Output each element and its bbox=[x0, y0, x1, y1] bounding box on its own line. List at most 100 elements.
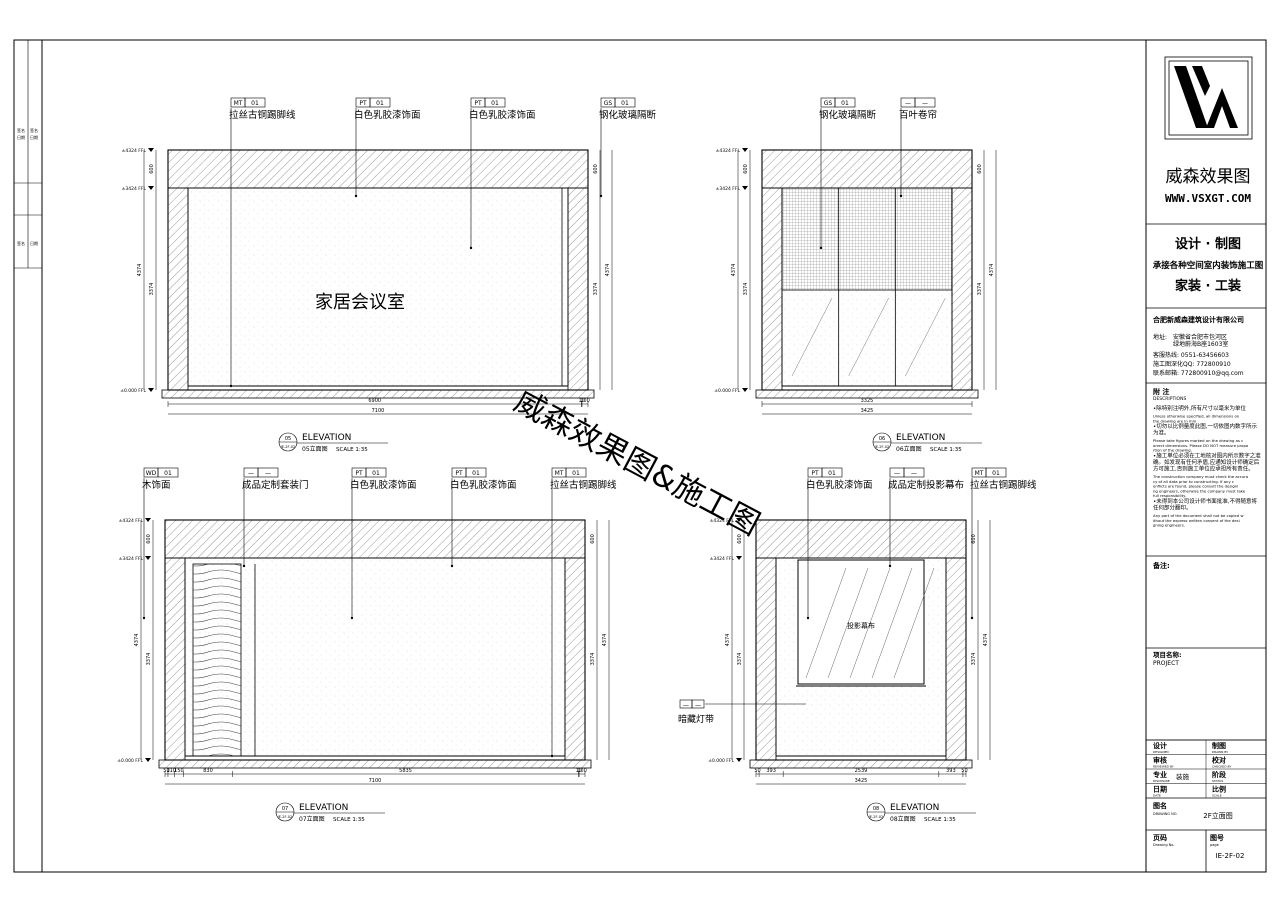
screen-hatch bbox=[893, 567, 935, 679]
level-marker: ±4324 FFL bbox=[716, 148, 741, 154]
row-label: 设计 bbox=[1153, 741, 1167, 750]
bubble-number: 07 bbox=[282, 806, 288, 812]
callout-num: 01 bbox=[992, 470, 1000, 477]
dimension-text: 3374 bbox=[977, 283, 983, 296]
note-text: 为准。 bbox=[1153, 429, 1170, 437]
dimension-text: 50 bbox=[754, 768, 760, 774]
dimension-text: 3374 bbox=[971, 653, 977, 666]
callout-label: 白色乳胶漆饰面 bbox=[354, 109, 421, 121]
service-desc: 承接各种空间室内装饰施工图 bbox=[1153, 260, 1264, 271]
callout-dot bbox=[899, 194, 903, 198]
svg-text:签名: 签名 bbox=[30, 127, 38, 133]
bubble-sheet: IE-2F-02 bbox=[875, 445, 889, 449]
glass-reflection bbox=[905, 297, 946, 377]
callout-code: GS bbox=[824, 100, 833, 107]
dimension-text: 600 bbox=[971, 534, 977, 544]
callout-num-box bbox=[903, 467, 925, 478]
callout-label: 暗藏灯带 bbox=[678, 713, 714, 725]
callout-code: PT bbox=[359, 100, 367, 107]
note-text: orrect dimensions. Please DO NOT measure… bbox=[1153, 443, 1249, 448]
callout-dot bbox=[450, 564, 454, 568]
screen-label: 投影幕布 bbox=[847, 621, 875, 630]
level-triangle bbox=[148, 388, 154, 392]
callout-num: — bbox=[265, 470, 271, 477]
dimension-text: 3374 bbox=[737, 653, 743, 666]
callout-dot bbox=[599, 194, 603, 198]
callout-num: 01 bbox=[828, 470, 836, 477]
callout-dot bbox=[142, 616, 146, 620]
callout-label: 钢化玻璃隔断 bbox=[819, 109, 877, 121]
elevation-title: ELEVATION bbox=[896, 433, 945, 443]
callout-code: MT bbox=[975, 470, 984, 477]
note-text: full responsibility. bbox=[1153, 493, 1186, 498]
dimension-text: 100 bbox=[577, 768, 587, 774]
callout-code: — bbox=[894, 470, 900, 477]
callout-code: GS bbox=[604, 100, 613, 107]
level-triangle bbox=[736, 556, 742, 560]
project-label: 项目名称: bbox=[1153, 650, 1182, 659]
note-text: •施工单位必须在工地核对图内所示数字之准 bbox=[1153, 452, 1261, 460]
dimension-text: 50 bbox=[163, 768, 169, 774]
floor-slab bbox=[755, 389, 979, 399]
callout-code: PT bbox=[355, 470, 363, 477]
dimension-text: 830 bbox=[203, 768, 213, 774]
callout-num-box bbox=[257, 467, 279, 478]
notes-title-en: DESCRIPTIONS bbox=[1153, 396, 1186, 402]
callout-num-box bbox=[244, 97, 266, 108]
svg-text:日期: 日期 bbox=[30, 134, 38, 140]
level-marker: ±4324 FFL bbox=[710, 518, 735, 524]
drawing-name-label-en: DRAWING NO. bbox=[1153, 812, 1177, 816]
row-label-en: SCALE bbox=[1212, 794, 1222, 798]
callout-num-box bbox=[365, 467, 387, 478]
level-marker: ±3424 FFL bbox=[122, 186, 147, 192]
callout-code: PT bbox=[455, 470, 463, 477]
dimension-text: 3374 bbox=[146, 653, 152, 666]
dimension-text: 600 bbox=[590, 534, 596, 544]
svg-text:日期: 日期 bbox=[17, 134, 25, 140]
material-callout: WD 01 木饰面 bbox=[142, 467, 179, 620]
service-design: 设计 · 制图 bbox=[1175, 236, 1241, 252]
bubble-number: 08 bbox=[873, 806, 879, 812]
callout-num-box bbox=[691, 699, 705, 709]
callout-dot bbox=[354, 194, 358, 198]
wall-face bbox=[187, 187, 569, 387]
callout-num: 01 bbox=[164, 470, 172, 477]
email-text: 联系邮箱: 772800910@qq.com bbox=[1153, 369, 1244, 377]
level-marker: ±4324 FFL bbox=[119, 518, 144, 524]
row-label: 阶段 bbox=[1212, 770, 1226, 779]
screen-hatch bbox=[871, 567, 913, 679]
row-label-en: CHECKED BY bbox=[1212, 765, 1231, 769]
remarks-label: 备注: bbox=[1152, 561, 1170, 570]
dimension-text: 3374 bbox=[149, 283, 155, 296]
callout-dot bbox=[469, 246, 473, 250]
level-marker: ±3424 FFL bbox=[710, 556, 735, 562]
level-triangle bbox=[145, 518, 151, 522]
left-wall bbox=[761, 187, 783, 391]
glass-reflection bbox=[848, 297, 889, 377]
dimension-text: 4374 bbox=[605, 264, 611, 277]
svg-text:签名: 签名 bbox=[17, 127, 25, 133]
callout-num-box bbox=[914, 97, 936, 108]
callout-code: WD bbox=[146, 470, 157, 477]
callout-label: 木饰面 bbox=[142, 479, 171, 491]
callout-num: 01 bbox=[491, 100, 499, 107]
dimension-text: 600 bbox=[743, 164, 749, 174]
brand-name: 威森效果图 bbox=[1166, 167, 1251, 187]
material-callout: ——成品定制套装门 bbox=[242, 467, 309, 568]
projection-screen bbox=[797, 559, 925, 685]
callout-num: — bbox=[695, 702, 701, 709]
dimension-text: 4374 bbox=[731, 264, 737, 277]
note-text: The construction company must check the … bbox=[1152, 474, 1248, 479]
callout-dot bbox=[229, 384, 233, 388]
note-text: ithout the express written consent of th… bbox=[1153, 518, 1240, 523]
callout-dot bbox=[350, 616, 354, 620]
callout-num-box bbox=[565, 467, 587, 478]
row-label: 比例 bbox=[1212, 785, 1226, 794]
level-triangle bbox=[742, 186, 748, 190]
callout-code: — bbox=[905, 100, 911, 107]
title-block: 威森效果图 WWW.VSXGT.COM 设计 · 制图 承接各种空间室内装饰施工… bbox=[1146, 56, 1266, 872]
